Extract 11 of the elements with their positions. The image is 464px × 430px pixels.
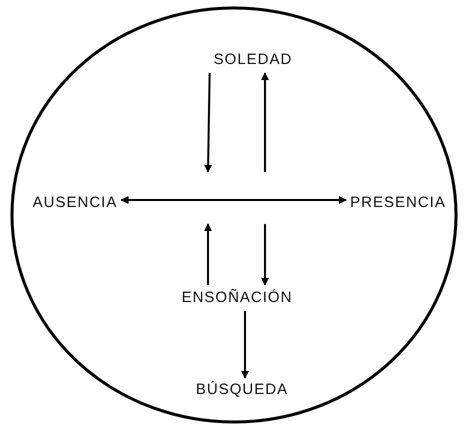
arrow [241, 311, 249, 379]
concept-label: ENSOÑACIÓN [182, 289, 292, 307]
arrow [204, 72, 212, 173]
arrow [204, 223, 212, 285]
arrow [261, 224, 269, 286]
concept-label: SOLEDAD [214, 51, 292, 69]
concept-label: BÚSQUEDA [196, 381, 288, 399]
concept-label: AUSENCIA [32, 194, 118, 212]
arrow [120, 196, 347, 204]
arrow [261, 72, 269, 172]
concept-label: PRESENCIA [350, 194, 446, 212]
